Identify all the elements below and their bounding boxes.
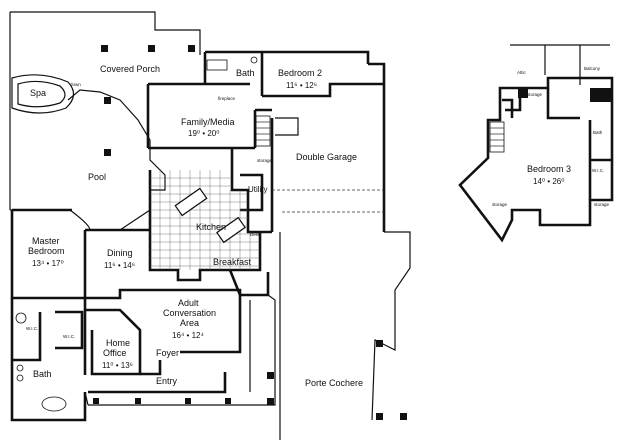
master-bedroom-label: Bedroom [28,246,65,256]
storage-label: storage [257,158,273,163]
conversation-label: Conversation [163,308,216,318]
entry-label: Entry [156,376,178,386]
stairs [255,115,271,147]
kitchen-label: Kitchen [196,222,226,232]
storage-up2-label: storage [492,202,508,207]
adult-label: Adult [178,298,199,308]
master-dims: 13⁴ • 17⁰ [32,259,64,268]
utility-label: Utility [248,185,268,194]
chimney-block [590,88,612,102]
fireplace-label: fireplace [218,96,236,101]
bedroom2-dims: 11⁶ • 12⁶ [286,81,317,90]
bedroom3-dims: 14⁰ • 26⁰ [533,177,564,186]
fixtures [15,56,258,412]
columns [93,45,407,420]
dining-label: Dining [107,248,133,258]
home-office-dims: 11⁰ • 13⁶ [102,361,133,370]
main-floor-walls [9,11,411,440]
desk-label: Desk [250,232,261,237]
home-label: Home [106,338,130,348]
balcony-label: Balcony [584,66,601,71]
family-media-dims: 19⁰ • 20⁰ [188,129,219,138]
family-media-label: Family/Media [181,117,235,127]
wic-up-label: W.I.C. [592,168,604,173]
upper-duct-block [518,88,528,98]
bath-master-label: Bath [33,369,52,379]
porte-cochere-label: Porte Cochere [305,378,363,388]
adult-conv-dims: 16⁴ • 12⁴ [172,331,204,340]
covered-porch-label: Covered Porch [100,64,160,74]
spa-label: Spa [30,88,46,98]
bedroom3-label: Bedroom 3 [527,164,571,174]
pool-label: Pool [88,172,106,182]
wic-label-1: W.I.C. [26,326,38,331]
wic-label-2: W.I.C. [63,334,75,339]
bath-up-label: Bath [593,130,603,135]
storage-up-label: storage [527,92,543,97]
foyer-label: Foyer [156,348,179,358]
office-label: Office [103,348,126,358]
area-label: Area [180,318,199,328]
dining-dims: 11⁶ • 14⁶ [104,261,135,270]
bedroom2-label: Bedroom 2 [278,68,322,78]
bath-upper-label: Bath [236,68,255,78]
kitchen-tile-grid [150,170,260,270]
upper-floor-walls [458,44,614,243]
labels: Covered Porch Spa down Bath fireplace Be… [26,64,610,388]
master-label: Master [32,236,60,246]
double-garage-label: Double Garage [296,152,357,162]
storage-up3-label: storage [594,202,610,207]
breakfast-label: Breakfast [213,257,252,267]
attic-label: Attic [517,70,527,75]
down-label: down [70,82,81,87]
